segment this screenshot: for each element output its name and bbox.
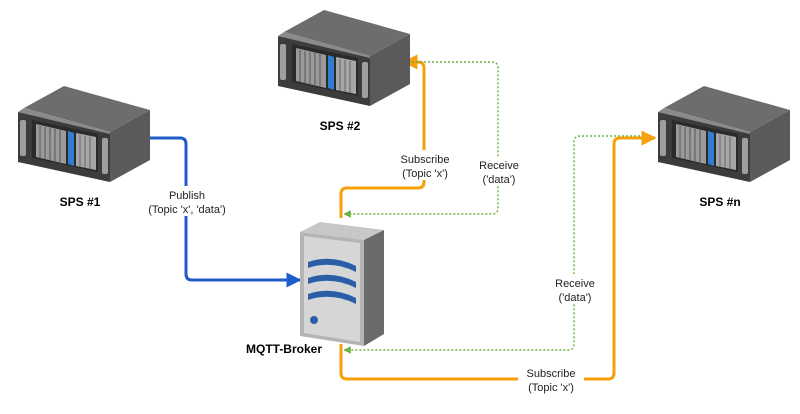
svg-text:('data'): ('data')	[559, 292, 592, 304]
svg-text:Publish: Publish	[169, 190, 205, 202]
publish-label: Publish (Topic 'x', 'data')	[136, 186, 238, 216]
receive-sps2-label: Receive ('data')	[474, 156, 526, 186]
rack-server-icon	[277, 9, 411, 107]
spsn-label: SPS #n	[699, 195, 740, 209]
broker-label: MQTT-Broker	[246, 342, 322, 356]
receive-spsn-label: Receive ('data')	[548, 274, 602, 304]
broker-node: MQTT-Broker	[246, 222, 384, 356]
svg-text:(Topic 'x', 'data'): (Topic 'x', 'data')	[148, 204, 225, 216]
sps2-label: SPS #2	[320, 119, 361, 133]
svg-text:Subscribe: Subscribe	[401, 154, 450, 166]
subscribe-spsn-edge	[339, 130, 657, 381]
svg-text:Subscribe: Subscribe	[527, 368, 576, 380]
sps1-node: SPS #1	[17, 85, 151, 209]
svg-text:(Topic 'x'): (Topic 'x')	[402, 168, 448, 180]
subscribe-sps2-label: Subscribe (Topic 'x')	[392, 150, 458, 180]
svg-text:Receive: Receive	[555, 278, 595, 290]
rack-server-icon	[657, 85, 791, 183]
spsn-node: SPS #n	[657, 85, 791, 209]
sps1-label: SPS #1	[60, 195, 101, 209]
svg-text:('data'): ('data')	[483, 174, 516, 186]
svg-text:(Topic 'x'): (Topic 'x')	[528, 382, 574, 394]
sps2-node: SPS #2	[277, 9, 411, 133]
subscribe-spsn-label: Subscribe (Topic 'x')	[518, 366, 584, 394]
svg-text:Receive: Receive	[479, 160, 519, 172]
subscribe-sps2-edge	[339, 54, 426, 218]
rack-server-icon	[17, 85, 151, 183]
receive-sps2-edge	[343, 61, 499, 218]
tower-server-icon	[300, 222, 384, 346]
